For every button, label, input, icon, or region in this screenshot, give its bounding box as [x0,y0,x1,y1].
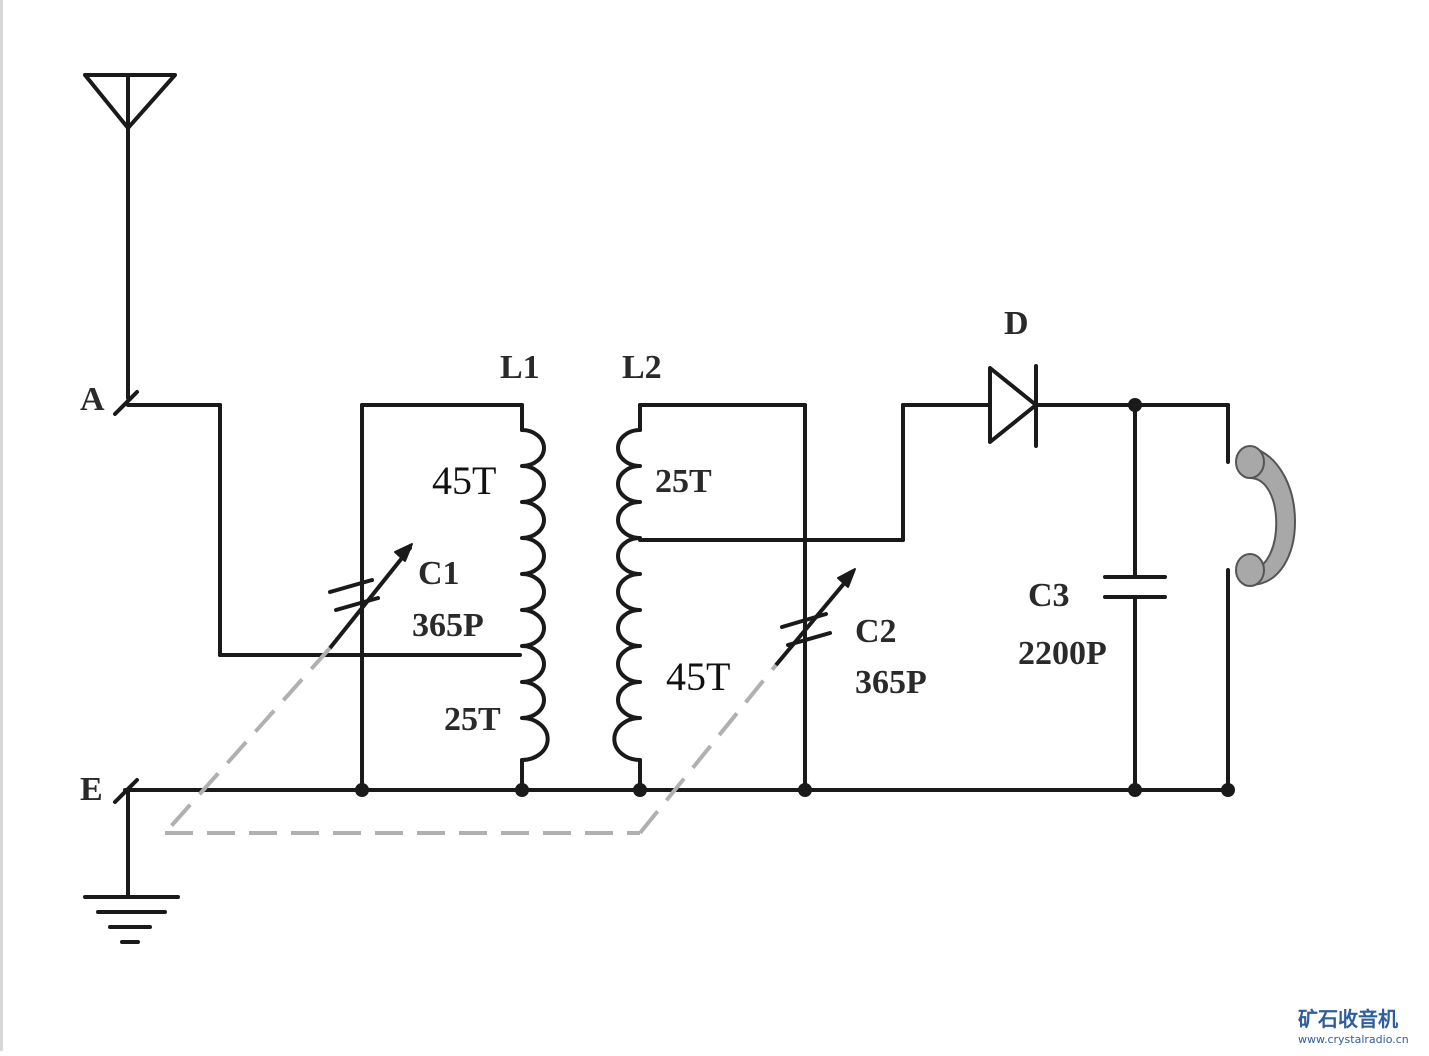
ground-icon [83,895,180,944]
inductor-l1-icon [520,428,550,762]
c2-arrowhead [837,568,856,588]
c2-name-label: C2 [855,613,897,650]
c3-value-label: 2200P [1018,635,1107,672]
left-border [0,0,3,1051]
l1-lower-turns-label: 25T [444,701,501,738]
terminal-a [113,390,522,657]
variable-capacitor-c1-icon [328,546,412,650]
junction-dots [355,398,1235,797]
junction-dot [355,783,369,797]
junction-dot [1128,398,1142,412]
junction-dot [1221,783,1235,797]
l2-lower-turns-label: 45T [666,654,730,699]
c1-arrowhead [394,543,413,562]
junction-dot [798,783,812,797]
c3-name-label: C3 [1028,577,1070,614]
l1-loop [360,403,524,792]
coil-l2-label: L2 [622,349,662,386]
c1-value-label: 365P [412,607,484,644]
coil-l1-label: L1 [500,349,540,386]
diode-label: D [1004,305,1029,342]
terminal-a-label: A [80,381,105,418]
junction-dot [515,783,529,797]
earphone-icon [1235,445,1296,587]
antenna-icon [83,73,177,400]
gang-link-dashed [163,646,778,835]
c1-name-label: C1 [418,555,460,592]
terminal-e [113,778,1232,897]
junction-dot [1128,783,1142,797]
c2-value-label: 365P [855,664,927,701]
watermark-title: 矿石收音机 [1298,1007,1398,1031]
l2-loop [638,403,905,792]
junction-dot [633,783,647,797]
diode-icon [901,364,1230,448]
l2-upper-turns-label: 25T [655,463,712,500]
variable-capacitor-c2-icon [774,572,854,667]
terminal-e-label: E [80,771,103,808]
c3-capacitor-icon [1103,403,1167,792]
inductor-l2-icon [612,428,642,762]
l1-upper-turns-label: 45T [432,458,496,503]
watermark-url: www.crystalradio.cn [1298,1033,1409,1046]
